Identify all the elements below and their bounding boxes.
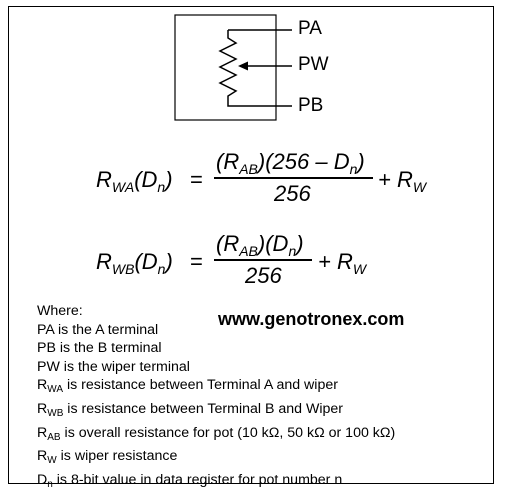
equation-rwa-numerator: (RAB)(256 – Dn) [216,149,365,177]
equation-rwb-fraction-bar [214,259,312,261]
notes-rw: RW is wiper resistance [37,448,178,467]
equation-rwb-plus-rw: + RW [318,249,367,277]
equation-rwb-numerator: (RAB)(Dn) [216,231,304,259]
equation-rwa-denominator: 256 [274,181,311,206]
notes-rwa: RWA is resistance between Terminal A and… [37,377,338,396]
equation-rwb-lhs: RWB(Dn) [96,249,173,277]
equation-rwa-equals: = [190,167,203,192]
equation-rwb-equals: = [190,249,203,274]
notes-pb: PB is the B terminal [37,340,162,357]
website-watermark: www.genotronex.com [218,309,405,329]
notes-pa: PA is the A terminal [37,321,159,338]
equation-rwa-lhs: RWA(Dn) [96,167,173,195]
notes-dn: Dn is 8-bit value in data register for p… [37,471,343,490]
figure-frame [8,6,494,484]
terminal-pb-label: PB [298,95,324,116]
terminal-pw-label: PW [298,54,329,75]
notes-rwb: RWB is resistance between Terminal B and… [37,400,344,419]
equation-rwa-plus-rw: + RW [378,167,427,195]
notes-pw: PW is the wiper terminal [37,358,190,375]
resistor-symbol [218,30,292,107]
notes-rab: RAB is overall resistance for pot (10 kΩ… [37,424,396,443]
equation-rwb-denominator: 256 [245,263,282,288]
notes-where: Where: [37,303,83,319]
chip-box [174,14,277,121]
wiper-arrow-icon [238,61,248,71]
equation-rwa-fraction-bar [214,177,373,179]
legend-notes: Where: PA is the A terminal PB is the B … [37,302,395,494]
terminal-pa-label: PA [298,18,322,39]
